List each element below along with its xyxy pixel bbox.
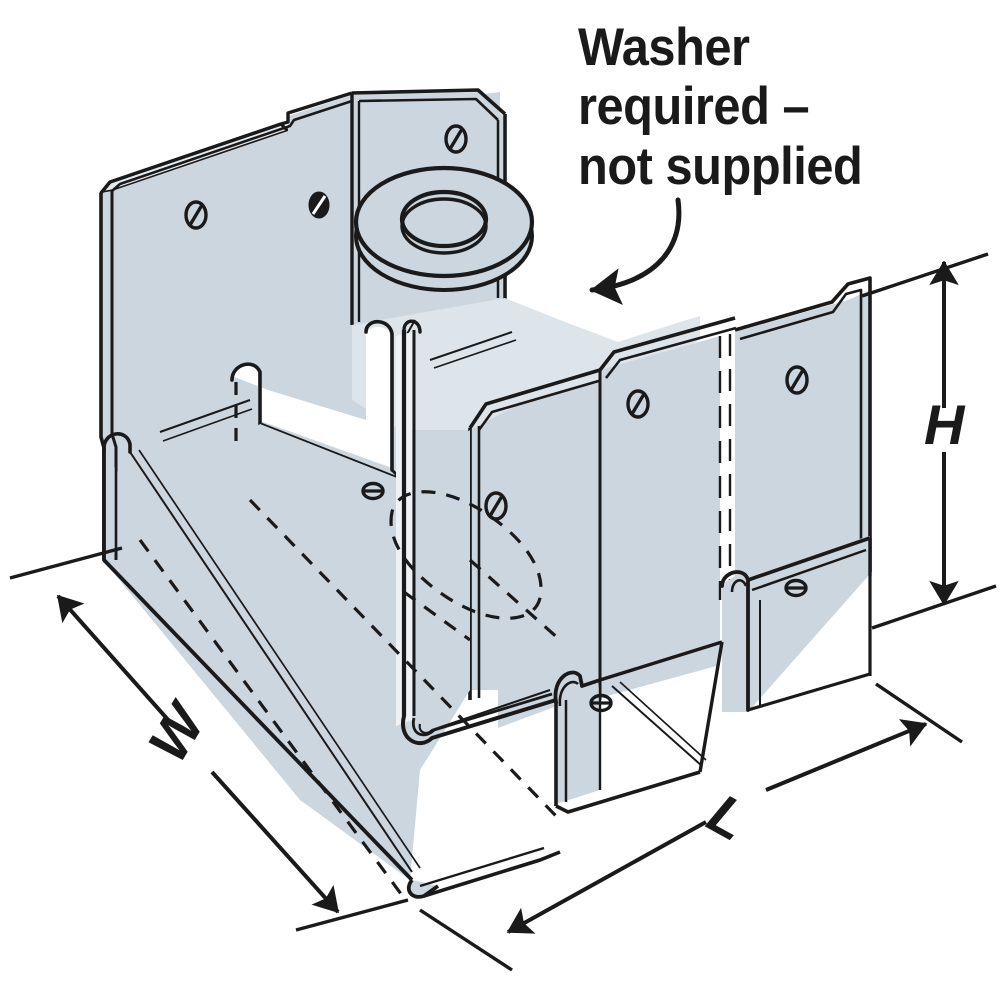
nail-hole (589, 693, 613, 713)
nail-hole (626, 389, 650, 419)
right-front-panel (468, 368, 603, 728)
nail-hole (785, 365, 809, 395)
bottom-center-tab (553, 640, 724, 814)
lower-right-flange (720, 536, 872, 712)
nail-hole (784, 578, 808, 598)
nail-holes (184, 124, 809, 713)
right-side-panels (598, 276, 872, 700)
nail-hole (444, 124, 468, 154)
nail-hole (184, 200, 208, 230)
nail-hole (484, 491, 508, 521)
center-stiffener-rib (396, 319, 558, 745)
dimension-l (419, 682, 963, 972)
nail-hole (361, 481, 385, 501)
nail-hole (308, 191, 330, 219)
hidden-lines (138, 490, 562, 899)
washer (353, 165, 535, 292)
dimension-w (9, 546, 409, 932)
washer-callout-leader (589, 197, 682, 305)
dimension-h (861, 252, 997, 630)
front-lower-body (102, 424, 561, 899)
